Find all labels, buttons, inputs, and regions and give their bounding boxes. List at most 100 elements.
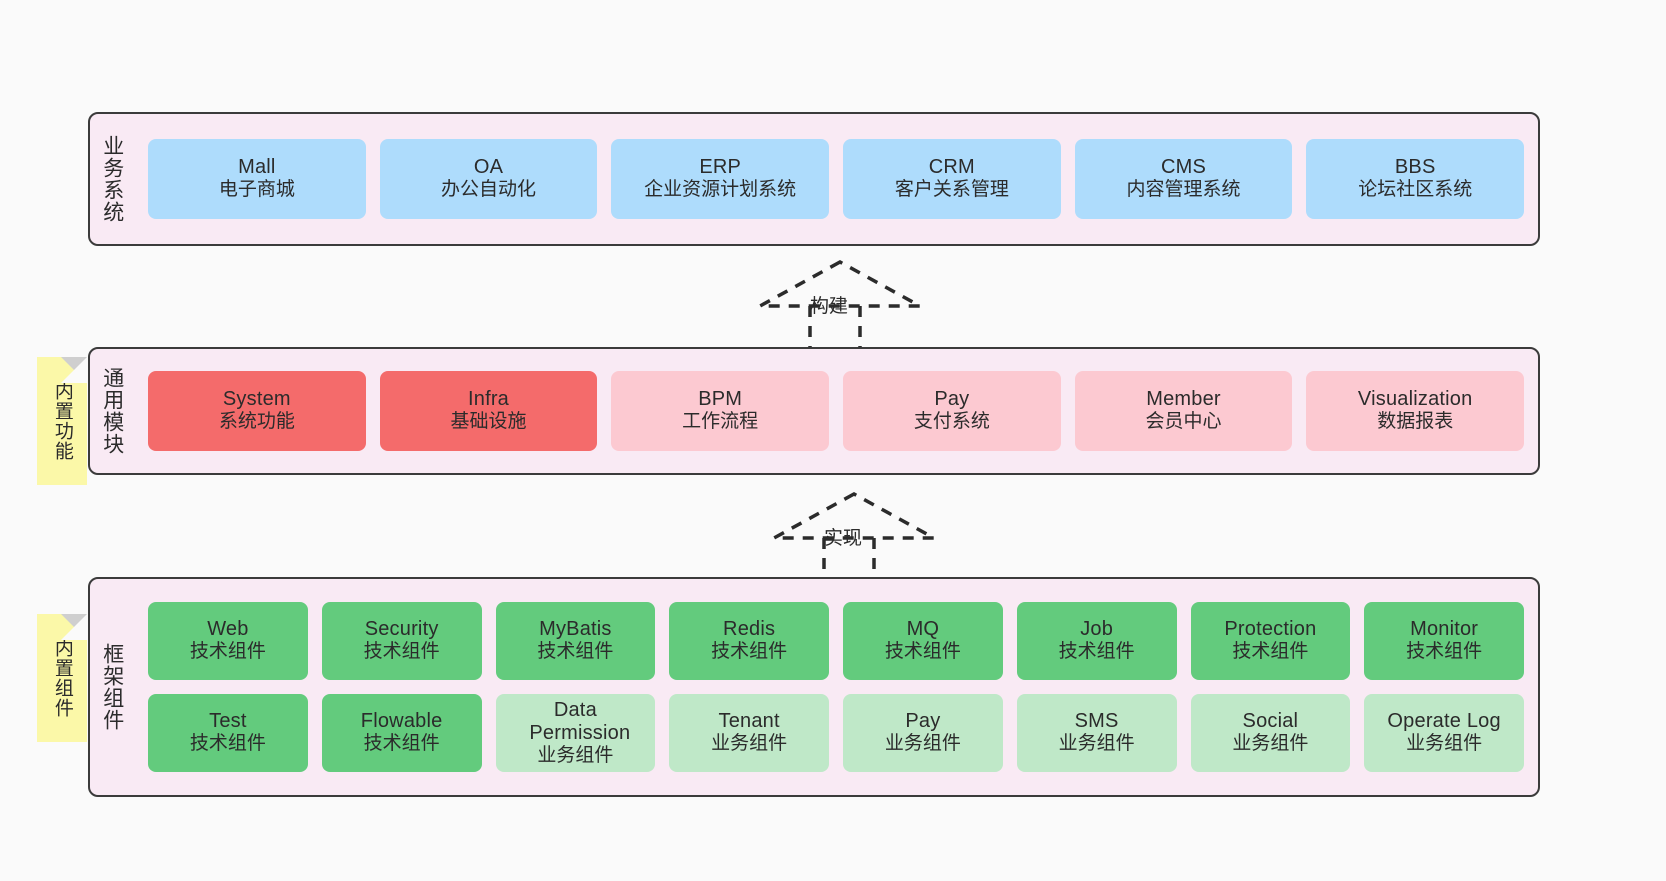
layer-common-module-body: System 系统功能 Infra 基础设施 BPM 工作流程 Pay 支付系统…: [134, 349, 1538, 473]
box-infra-title: Infra: [467, 388, 510, 411]
box-redis[interactable]: Redis 技术组件: [669, 602, 829, 680]
box-sms[interactable]: SMS 业务组件: [1016, 694, 1177, 772]
note-builtin-component-text: 内置组件: [51, 638, 73, 718]
connector-implement: 实现: [766, 490, 946, 580]
box-job[interactable]: Job 技术组件: [1016, 602, 1177, 680]
box-cms-title: CMS: [1161, 156, 1207, 179]
build-arrowhead: [759, 260, 921, 308]
layer-common-module: 通用模块 System 系统功能 Infra 基础设施 BPM 工作流程 Pay…: [88, 347, 1540, 475]
box-operate-log[interactable]: Operate Log 业务组件: [1364, 694, 1524, 772]
box-monitor-subtitle: 技术组件: [1406, 641, 1483, 663]
box-flowable[interactable]: Flowable 技术组件: [321, 694, 482, 772]
box-monitor[interactable]: Monitor 技术组件: [1364, 602, 1524, 680]
box-infra[interactable]: Infra 基础设施: [379, 371, 598, 451]
box-pay-module-subtitle: 支付系统: [913, 411, 990, 433]
layer-framework-component-body: Web 技术组件 Security 技术组件 MyBatis 技术组件 Redi…: [134, 579, 1538, 795]
layer-framework-component: 框架组件 Web 技术组件 Security 技术组件 MyBatis 技术组件…: [88, 577, 1540, 797]
note-builtin-feature: 内置功能: [37, 357, 87, 485]
box-system[interactable]: System 系统功能: [148, 371, 366, 451]
box-crm-title: CRM: [928, 156, 975, 179]
box-mybatis-title: MyBatis: [539, 618, 612, 641]
box-bbs[interactable]: BBS 论坛社区系统: [1306, 139, 1525, 219]
layer-business-system-body: Mall 电子商城 OA 办公自动化 ERP 企业资源计划系统 CRM 客户关系…: [134, 114, 1538, 244]
box-bbs-subtitle: 论坛社区系统: [1358, 179, 1473, 201]
box-security-title: Security: [364, 618, 439, 641]
box-mall-title: Mall: [238, 156, 276, 179]
box-data-permission[interactable]: Data Permission 业务组件: [495, 694, 656, 772]
box-visualization[interactable]: Visualization 数据报表: [1306, 371, 1525, 451]
box-social[interactable]: Social 业务组件: [1190, 694, 1351, 772]
layer-business-system: 业务系统 Mall 电子商城 OA 办公自动化 ERP 企业资源计划系统 CRM…: [88, 112, 1540, 246]
box-protection[interactable]: Protection 技术组件: [1190, 602, 1351, 680]
implement-arrowhead: [773, 492, 935, 540]
layer-business-system-label: 业务系统: [100, 135, 124, 223]
box-job-title: Job: [1080, 618, 1114, 641]
box-system-subtitle: 系统功能: [218, 411, 295, 433]
box-oa-title: OA: [473, 156, 504, 179]
box-bpm[interactable]: BPM 工作流程: [611, 371, 830, 451]
business-system-row: Mall 电子商城 OA 办公自动化 ERP 企业资源计划系统 CRM 客户关系…: [148, 139, 1525, 219]
box-mq[interactable]: MQ 技术组件: [843, 602, 1003, 680]
box-web[interactable]: Web 技术组件: [148, 602, 308, 680]
connector-build: 构建: [752, 258, 932, 348]
box-pay-component[interactable]: Pay 业务组件: [843, 694, 1003, 772]
box-test-title: Test: [209, 710, 247, 733]
box-bpm-subtitle: 工作流程: [682, 411, 759, 433]
box-sms-title: SMS: [1074, 710, 1119, 733]
box-erp[interactable]: ERP 企业资源计划系统: [611, 139, 830, 219]
box-mybatis[interactable]: MyBatis 技术组件: [495, 602, 656, 680]
box-pay-component-subtitle: 业务组件: [884, 733, 961, 755]
box-sms-subtitle: 业务组件: [1058, 733, 1135, 755]
box-data-permission-title: Data Permission: [529, 698, 631, 744]
box-mq-subtitle: 技术组件: [884, 641, 961, 663]
box-test[interactable]: Test 技术组件: [148, 694, 308, 772]
box-member-title: Member: [1146, 388, 1221, 411]
box-oa-subtitle: 办公自动化: [441, 179, 537, 201]
box-member[interactable]: Member 会员中心: [1074, 371, 1293, 451]
box-cms-subtitle: 内容管理系统: [1126, 179, 1241, 201]
box-visualization-subtitle: 数据报表: [1377, 411, 1454, 433]
box-flowable-subtitle: 技术组件: [363, 733, 440, 755]
box-crm[interactable]: CRM 客户关系管理: [843, 139, 1061, 219]
box-web-title: Web: [207, 618, 249, 641]
box-social-subtitle: 业务组件: [1232, 733, 1309, 755]
box-web-subtitle: 技术组件: [189, 641, 266, 663]
box-mq-title: MQ: [906, 618, 940, 641]
box-data-permission-subtitle: 业务组件: [537, 744, 614, 766]
box-oa[interactable]: OA 办公自动化: [379, 139, 598, 219]
box-test-subtitle: 技术组件: [189, 733, 266, 755]
box-bbs-title: BBS: [1394, 156, 1436, 179]
layer-framework-component-label: 框架组件: [100, 643, 124, 731]
box-visualization-title: Visualization: [1357, 388, 1473, 411]
box-mybatis-subtitle: 技术组件: [537, 641, 614, 663]
framework-tech-row: Web 技术组件 Security 技术组件 MyBatis 技术组件 Redi…: [148, 602, 1524, 680]
box-mall-subtitle: 电子商城: [218, 179, 295, 201]
build-shaft: [808, 306, 862, 348]
layer-common-module-label: 通用模块: [100, 367, 124, 455]
connector-build-label: 构建: [810, 296, 849, 317]
box-pay-component-title: Pay: [905, 710, 941, 733]
box-pay-module-title: Pay: [934, 388, 970, 411]
box-infra-subtitle: 基础设施: [450, 411, 527, 433]
box-operate-log-subtitle: 业务组件: [1406, 733, 1483, 755]
box-tenant-subtitle: 业务组件: [711, 733, 788, 755]
box-protection-subtitle: 技术组件: [1232, 641, 1309, 663]
box-bpm-title: BPM: [698, 388, 743, 411]
box-cms[interactable]: CMS 内容管理系统: [1074, 139, 1293, 219]
connector-implement-label: 实现: [824, 528, 863, 549]
box-pay-module[interactable]: Pay 支付系统: [843, 371, 1061, 451]
box-protection-title: Protection: [1224, 618, 1317, 641]
box-mall[interactable]: Mall 电子商城: [148, 139, 366, 219]
common-module-row: System 系统功能 Infra 基础设施 BPM 工作流程 Pay 支付系统…: [148, 371, 1525, 451]
box-system-title: System: [222, 388, 291, 411]
framework-biz-row: Test 技术组件 Flowable 技术组件 Data Permission …: [148, 694, 1524, 772]
box-social-title: Social: [1242, 710, 1299, 733]
box-crm-subtitle: 客户关系管理: [894, 179, 1009, 201]
box-monitor-title: Monitor: [1410, 618, 1479, 641]
box-tenant-title: Tenant: [718, 710, 780, 733]
box-security[interactable]: Security 技术组件: [321, 602, 482, 680]
box-security-subtitle: 技术组件: [363, 641, 440, 663]
box-redis-title: Redis: [723, 618, 776, 641]
box-tenant[interactable]: Tenant 业务组件: [669, 694, 829, 772]
